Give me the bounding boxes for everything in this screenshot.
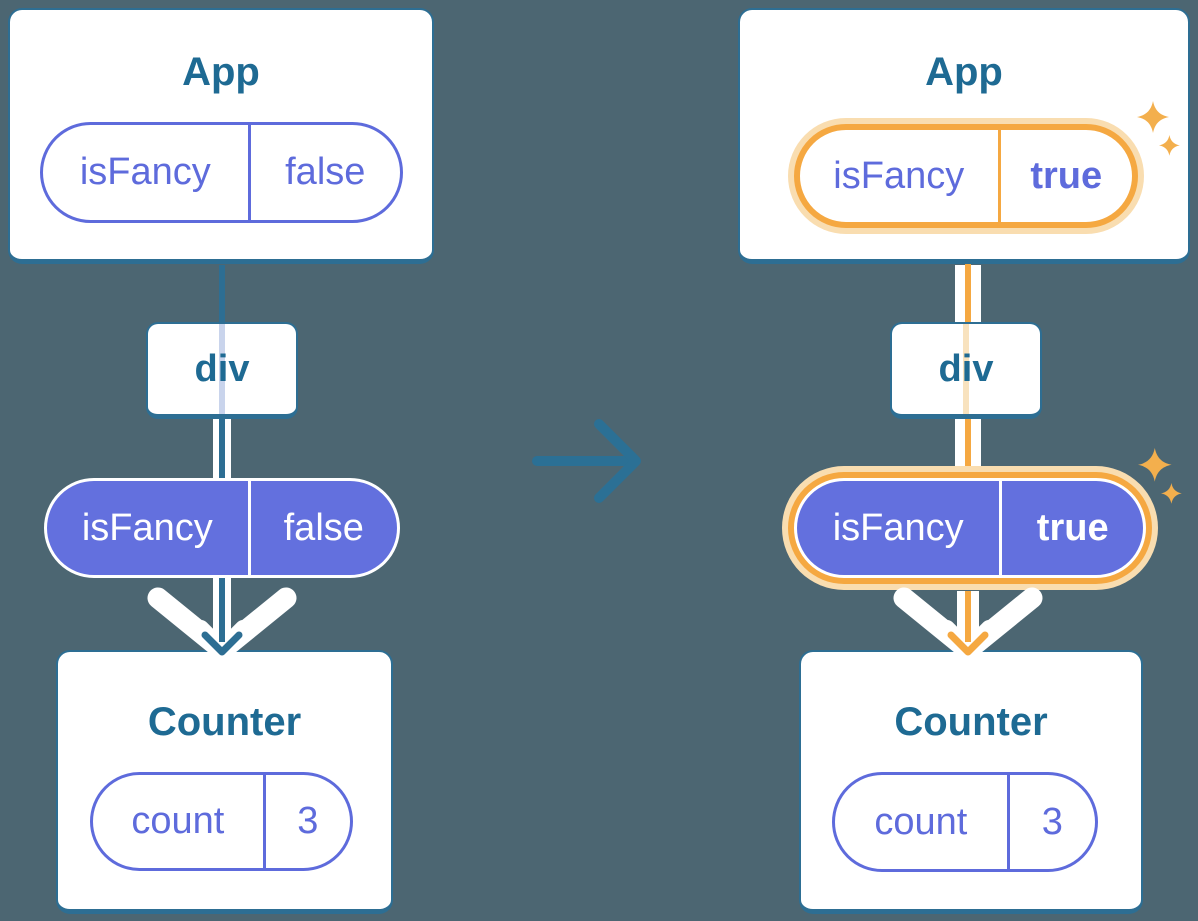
left-prop-pipe [213,417,231,479]
prop-value: false [247,481,397,575]
prop-value: false [247,125,400,220]
left-app-title: App [182,50,260,94]
right-counter-title: Counter [894,700,1048,744]
right-app-title: App [925,50,1003,94]
right-app-div-pipe [955,265,981,323]
right-passed-prop-pill: isFancy true [794,478,1146,578]
left-counter-state-pill: count 3 [90,772,353,871]
left-div-box: div [146,322,298,419]
left-div-prop-line [219,324,225,414]
state-value: 3 [1006,775,1095,869]
right-counter-state-pill: count 3 [832,772,1098,872]
right-app-prop-pill: isFancy true [794,124,1138,228]
left-div-label: div [194,347,250,390]
right-div-prop-line [963,324,969,414]
sparkle-icon [1138,448,1172,482]
right-prop-pipe [955,417,981,479]
right-arrow-icon [532,419,641,503]
left-passed-prop-pill: isFancy false [44,478,400,578]
prop-value: true [999,481,1143,575]
prop-name: isFancy [832,506,964,549]
state-name: count [131,800,225,842]
right-div-label: div [938,347,994,390]
right-app-div-pipe-core [965,265,971,323]
state-value: 3 [262,775,350,868]
down-chevron-arrow-icon [147,578,297,661]
sparkle-icon [1161,483,1182,504]
right-prop-pipe-core [965,417,971,479]
prop-value: true [997,130,1132,222]
left-prop-pipe-core [219,417,225,479]
down-chevron-arrow-icon [893,587,1043,661]
prop-name: isFancy [833,154,965,197]
left-counter-title: Counter [147,700,302,744]
prop-name: isFancy [81,506,213,549]
right-div-box: div [890,322,1042,419]
left-app-div-connector-line [219,265,225,323]
state-name: count [874,800,968,843]
left-app-prop-pill: isFancy false [40,122,403,223]
prop-name: isFancy [79,151,211,193]
